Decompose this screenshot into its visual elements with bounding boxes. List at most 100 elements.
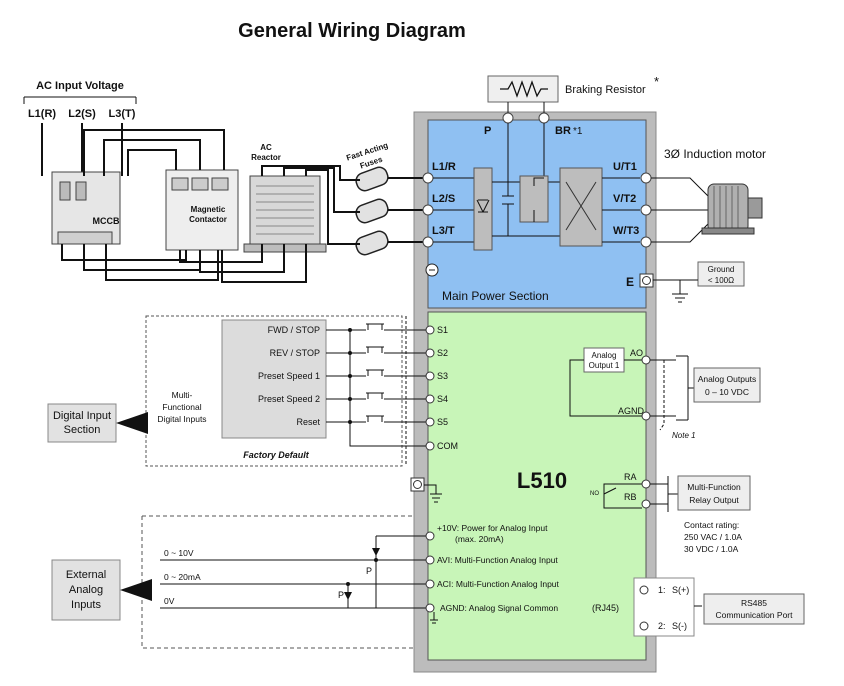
model-label: L510: [517, 468, 567, 493]
terminal-aci-label: ACI: Multi-Function Analog Input: [437, 579, 560, 589]
relay-output-box: [677, 475, 751, 511]
contactor-label-2: Contactor: [189, 215, 227, 224]
multi-functional-label-3: Digital Inputs: [157, 414, 206, 424]
terminal-10v-label: +10V: Power for Analog Input: [437, 523, 548, 533]
terminal-br: BR: [555, 125, 571, 137]
analog-output-box-label-1: Analog: [592, 351, 617, 360]
analog-input-terminals: [425, 531, 435, 613]
rs485-pin-2: 2:: [658, 621, 666, 631]
relay-output-label-2: Relay Output: [689, 495, 739, 505]
reactor-label-2: Reactor: [251, 153, 281, 162]
rs485-s-minus: S(-): [672, 621, 687, 631]
relay-output-label-1: Multi-Function: [687, 482, 741, 492]
contact-rating-label-1: Contact rating:: [684, 520, 739, 530]
l2-input-label: L2(S): [68, 108, 96, 120]
button-preset-speed-2: Preset Speed 2: [258, 394, 320, 404]
rs485-box: [703, 593, 805, 625]
terminal-agnd-in-label: AGND: Analog Signal Common: [440, 603, 558, 613]
digital-input-section-box: [47, 403, 117, 443]
note-1-label: Note 1: [672, 431, 696, 440]
rs485-s-plus: S(+): [672, 585, 689, 595]
analog-input-wiring: [160, 535, 428, 609]
motor-wiring: [651, 177, 709, 243]
fast-acting-fuses: Fast Acting Fuses: [345, 141, 389, 256]
potentiometer-label-2: P: [338, 590, 344, 600]
button-panel: [221, 319, 327, 439]
braking-resistor-label: Braking Resistor: [565, 84, 646, 96]
l1-input-label: L1(R): [28, 108, 56, 120]
terminal-ra: RA: [624, 472, 637, 482]
analog-outputs-label-2: 0 – 10 VDC: [705, 387, 749, 397]
rs485-label-1: RS485: [741, 598, 767, 608]
ground-label-2: < 100Ω: [708, 276, 734, 285]
terminal-agnd-out: AGND: [618, 406, 645, 416]
multi-functional-label-2: Functional: [162, 402, 201, 412]
terminal-ao: AO: [630, 348, 643, 358]
l3-input-label: L3(T): [109, 108, 136, 120]
factory-default-frame: [145, 315, 403, 467]
analog-output-box-label-2: Output 1: [589, 361, 620, 370]
mccb: MCCB: [51, 171, 121, 245]
ground-box: [697, 261, 745, 287]
contactor-label-1: Magnetic: [191, 205, 226, 214]
rj45-label: (RJ45): [592, 603, 619, 613]
terminal-e: E: [626, 275, 634, 289]
factory-default-label: Factory Default: [243, 450, 310, 460]
terminal-s2: S2: [437, 348, 448, 358]
button-preset-speed-1: Preset Speed 1: [258, 371, 320, 381]
braking-resistor-note: *: [654, 74, 659, 89]
terminal-rb: RB: [624, 492, 637, 502]
terminal-l2: L2/S: [432, 193, 455, 205]
external-analog-label-1: External: [66, 569, 106, 581]
rs485-pin-1: 1:: [658, 585, 666, 595]
potentiometer-label-1: P: [366, 566, 372, 576]
shield-terminal: [410, 477, 425, 492]
external-analog-label-2: Analog: [69, 584, 103, 596]
digital-input-section-label-1: Digital Input: [53, 410, 111, 422]
multi-functional-label-1: Multi-: [172, 390, 193, 400]
reactor-label-1: AC: [260, 143, 272, 152]
induction-motor: [701, 183, 763, 235]
terminal-w: W/T3: [613, 225, 639, 237]
external-analog-inputs-box: [51, 559, 121, 621]
motor-label: 3Ø Induction motor: [664, 147, 766, 161]
digital-terminals: [425, 325, 435, 451]
current-range-label: 0 ~ 20mA: [164, 572, 201, 582]
terminal-u: U/T1: [613, 161, 637, 173]
main-power-section-label: Main Power Section: [442, 289, 549, 303]
digital-input-section-label-2: Section: [64, 424, 101, 436]
terminal-l3: L3/T: [432, 225, 455, 237]
button-fwd-stop: FWD / STOP: [268, 325, 320, 335]
diagram-title: General Wiring Diagram: [238, 20, 466, 42]
digital-input-switches: [326, 316, 428, 466]
terminal-p: P: [484, 125, 491, 137]
voltage-range-label: 0 ~ 10V: [164, 548, 194, 558]
terminal-s4: S4: [437, 394, 448, 404]
analog-outputs-label-1: Analog Outputs: [698, 374, 757, 384]
ground-label-1: Ground: [708, 265, 735, 274]
button-rev-stop: REV / STOP: [270, 348, 320, 358]
p-terminal: [502, 112, 514, 124]
terminal-v: V/T2: [613, 193, 636, 205]
relay-no-label: NO: [590, 491, 599, 497]
ac-reactor: AC Reactor: [243, 143, 327, 253]
internal-power-circuit: [433, 123, 640, 251]
br-note: *1: [573, 126, 583, 137]
terminal-avi-label: AVI: Multi-Function Analog Input: [437, 555, 558, 565]
input-power-wiring: [61, 129, 428, 283]
br-terminal: [538, 112, 550, 124]
terminal-s1: S1: [437, 325, 448, 335]
terminal-com: COM: [437, 441, 458, 451]
external-analog-label-3: Inputs: [71, 599, 101, 611]
terminal-l1: L1/R: [432, 161, 456, 173]
braking-resistor: Braking Resistor *: [487, 74, 659, 103]
contact-rating-label-2: 250 VAC / 1.0A: [684, 532, 742, 542]
terminal-10v-max: (max. 20mA): [455, 534, 504, 544]
zero-volt-label: 0V: [164, 596, 175, 606]
ac-input-label: AC Input Voltage: [36, 80, 124, 92]
terminal-s5: S5: [437, 417, 448, 427]
contact-rating-label-3: 30 VDC / 1.0A: [684, 544, 739, 554]
relay-contact: [603, 483, 642, 509]
terminal-s3: S3: [437, 371, 448, 381]
